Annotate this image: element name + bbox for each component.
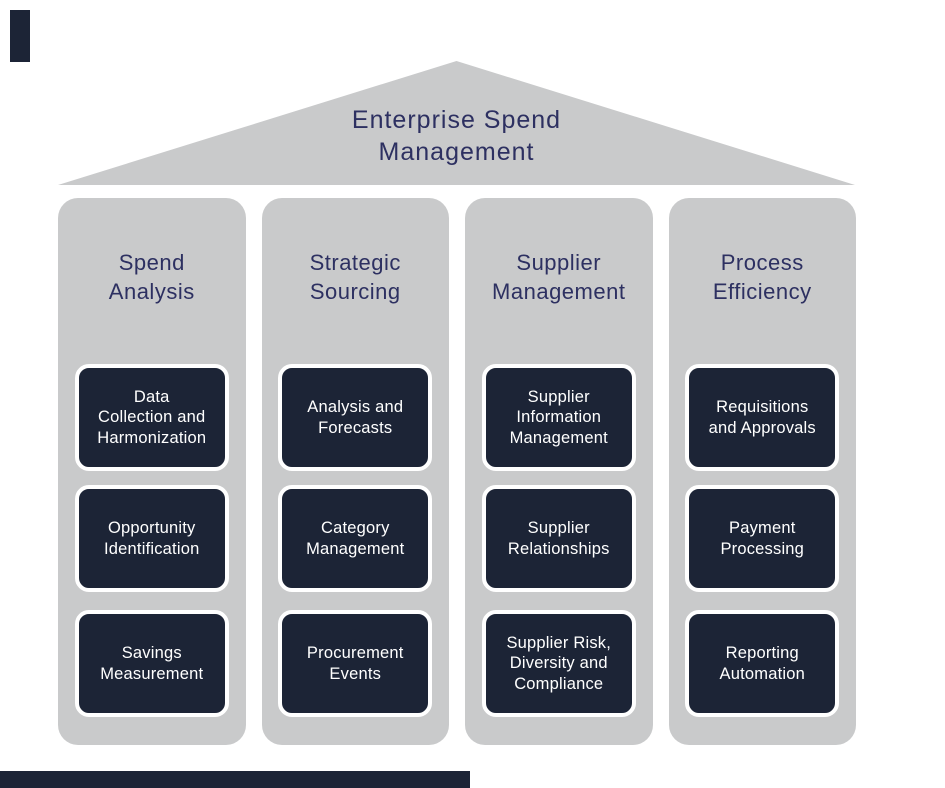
box-label: Supplier Information Management (509, 387, 608, 447)
box-label: Data Collection and Harmonization (97, 387, 207, 447)
box-label: Payment Processing (720, 519, 805, 558)
pillar-box: Procurement Events (278, 610, 433, 717)
pillars-row: Spend Analysis Data Collection and Harmo… (58, 198, 856, 745)
pillar-box: Data Collection and Harmonization (74, 364, 229, 471)
pillar-box: Payment Processing (685, 485, 840, 592)
pillar-box: Analysis and Forecasts (278, 364, 433, 471)
box-label: Category Management (306, 519, 405, 558)
box-label: Procurement Events (306, 644, 404, 683)
pillar-strategic-sourcing: Strategic Sourcing Analysis and Forecast… (261, 198, 449, 745)
pillar-heading: Spend Analysis (108, 250, 195, 304)
pillar-heading: Process Efficiency (712, 250, 812, 304)
top-left-accent-bar (10, 10, 30, 62)
pillar-box: Supplier Relationships (481, 485, 636, 592)
pillar-heading: Strategic Sourcing (309, 250, 401, 304)
bottom-accent-bar (0, 771, 470, 788)
pillar-spend-analysis: Spend Analysis Data Collection and Harmo… (58, 198, 246, 745)
pillar-box: Savings Measurement (74, 610, 229, 717)
pillar-box: Requisitions and Approvals (685, 364, 840, 471)
pillar-heading: Supplier Management (492, 250, 626, 304)
box-label: Requisitions and Approvals (708, 398, 816, 437)
pillar-box: Reporting Automation (685, 610, 840, 717)
pillar-process-efficiency: Process Efficiency Requisitions and Appr… (668, 198, 856, 745)
box-label: Analysis and Forecasts (307, 398, 404, 437)
pillar-supplier-management: Supplier Management Supplier Information… (465, 198, 653, 745)
box-label: Opportunity Identification (104, 519, 200, 558)
box-label: Supplier Relationships (507, 519, 610, 558)
box-label: Supplier Risk, Diversity and Compliance (506, 633, 612, 693)
pillar-box: Category Management (278, 485, 433, 592)
box-label: Reporting Automation (719, 644, 805, 683)
diagram-title: Enterprise Spend Management (351, 106, 562, 166)
pillar-box: Opportunity Identification (74, 485, 229, 592)
box-label: Savings Measurement (100, 644, 204, 683)
pillar-box: Supplier Risk, Diversity and Compliance (481, 610, 636, 717)
pillar-box: Supplier Information Management (481, 364, 636, 471)
